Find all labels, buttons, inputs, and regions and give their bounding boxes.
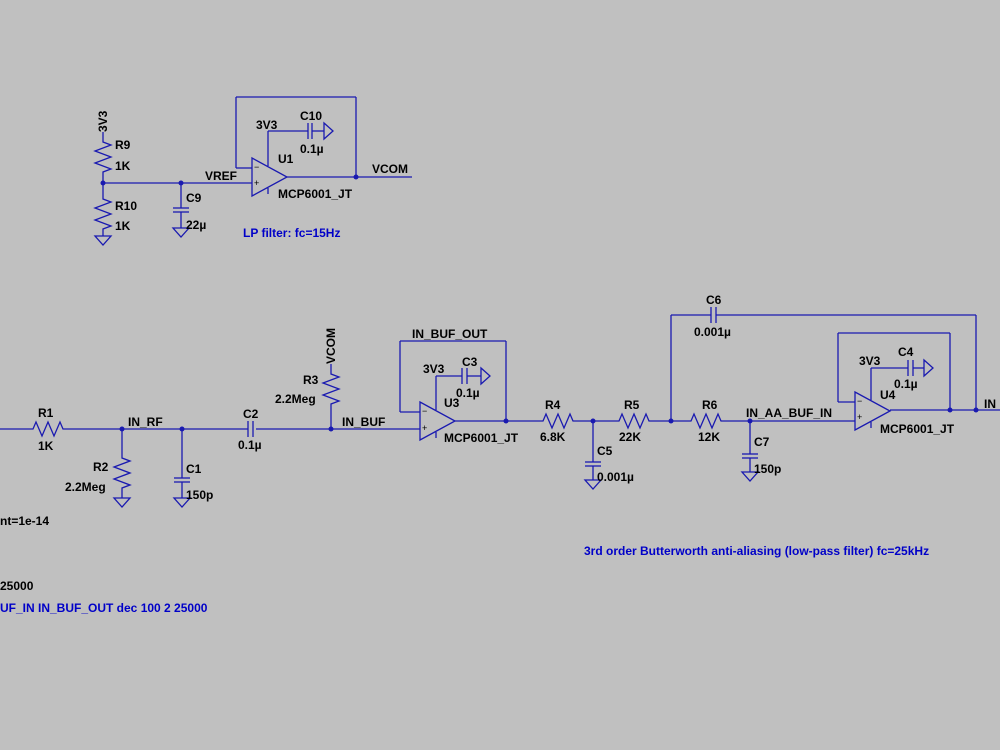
resistor-r9[interactable] bbox=[93, 138, 113, 183]
label-vcom-bias: VCOM bbox=[324, 328, 338, 364]
label-r1: R1 bbox=[38, 406, 54, 420]
opamp-u4[interactable]: + − bbox=[837, 332, 1000, 432]
net-label-in-rf: IN_RF bbox=[128, 415, 163, 429]
label-c5-value: 0.001µ bbox=[597, 470, 634, 484]
label-r1-value: 1K bbox=[38, 439, 54, 453]
svg-text:−: − bbox=[254, 162, 259, 172]
label-c1-value: 150p bbox=[186, 488, 213, 502]
label-u3: U3 bbox=[444, 396, 460, 410]
label-r10: R10 bbox=[115, 199, 137, 213]
input-network bbox=[0, 364, 420, 508]
label-c4-value: 0.1µ bbox=[894, 377, 918, 391]
directive-lp-filter: LP filter: fc=15Hz bbox=[243, 226, 340, 240]
label-c4: C4 bbox=[898, 345, 914, 359]
capacitor-c7[interactable] bbox=[742, 421, 758, 472]
label-u4-model: MCP6001_JT bbox=[880, 422, 955, 436]
label-c5: C5 bbox=[597, 444, 613, 458]
capacitor-c6[interactable] bbox=[710, 307, 717, 323]
label-3v3-u1: 3V3 bbox=[256, 118, 278, 132]
label-3v3-u4: 3V3 bbox=[859, 354, 881, 368]
net-label-in-aa-buf-in: IN_AA_BUF_IN bbox=[746, 406, 832, 420]
label-r4-value: 6.8K bbox=[540, 430, 566, 444]
opamp-u3[interactable]: + − bbox=[399, 340, 540, 442]
resistor-r5[interactable] bbox=[616, 412, 652, 430]
net-label-vcom: VCOM bbox=[372, 162, 408, 176]
capacitor-c4[interactable] bbox=[907, 358, 934, 378]
butterworth-filter bbox=[540, 307, 977, 490]
label-3v3-u3: 3V3 bbox=[423, 362, 445, 376]
net-label-in-right: IN bbox=[984, 397, 996, 411]
directive-meas-fragment: UF_IN IN_BUF_OUT dec 100 2 25000 bbox=[0, 601, 208, 615]
label-r9: R9 bbox=[115, 138, 131, 152]
capacitor-c9[interactable] bbox=[173, 183, 189, 228]
resistor-r4[interactable] bbox=[540, 412, 576, 430]
label-r6: R6 bbox=[702, 398, 718, 412]
directive-butterworth: 3rd order Butterworth anti-aliasing (low… bbox=[584, 544, 929, 558]
opamp-u1[interactable]: + − bbox=[235, 96, 412, 198]
label-c9-value: 22µ bbox=[186, 218, 206, 232]
label-u1-model: MCP6001_JT bbox=[278, 187, 353, 201]
capacitor-c2[interactable] bbox=[247, 421, 256, 437]
capacitor-c10[interactable] bbox=[307, 121, 334, 141]
ground-icon bbox=[172, 497, 192, 508]
capacitor-c5[interactable] bbox=[585, 421, 601, 480]
label-r2: R2 bbox=[93, 460, 109, 474]
net-label-in-buf-out: IN_BUF_OUT bbox=[412, 327, 488, 341]
ground-icon bbox=[480, 366, 491, 386]
label-r6-value: 12K bbox=[698, 430, 720, 444]
net-label-vref: VREF bbox=[205, 169, 237, 183]
capacitor-c1[interactable] bbox=[174, 429, 190, 498]
label-r3-value: 2.2Meg bbox=[275, 392, 316, 406]
svg-text:−: − bbox=[422, 406, 427, 416]
label-c9: C9 bbox=[186, 191, 202, 205]
label-u4: U4 bbox=[880, 388, 896, 402]
label-r10-value: 1K bbox=[115, 219, 131, 233]
svg-text:+: + bbox=[857, 412, 862, 422]
resistor-r1[interactable] bbox=[30, 420, 66, 438]
label-c10-value: 0.1µ bbox=[300, 142, 324, 156]
label-c7-value: 150p bbox=[754, 462, 781, 476]
label-c3: C3 bbox=[462, 355, 478, 369]
label-r3: R3 bbox=[303, 373, 319, 387]
svg-text:−: − bbox=[857, 396, 862, 406]
label-c10: C10 bbox=[300, 109, 322, 123]
label-r5: R5 bbox=[624, 398, 640, 412]
ground-icon bbox=[583, 479, 603, 490]
ground-icon bbox=[323, 121, 334, 141]
net-label-in-buf: IN_BUF bbox=[342, 415, 385, 429]
label-c6-value: 0.001µ bbox=[694, 325, 731, 339]
label-c1: C1 bbox=[186, 462, 202, 476]
label-u1: U1 bbox=[278, 152, 294, 166]
ground-icon bbox=[171, 227, 191, 238]
label-3v3-top: 3V3 bbox=[96, 110, 110, 132]
svg-text:+: + bbox=[422, 423, 427, 433]
label-r9-value: 1K bbox=[115, 159, 131, 173]
resistor-r10[interactable] bbox=[93, 183, 113, 236]
label-r5-value: 22K bbox=[619, 430, 641, 444]
label-r4: R4 bbox=[545, 398, 561, 412]
resistor-r6[interactable] bbox=[688, 412, 724, 430]
label-c2-value: 0.1µ bbox=[238, 438, 262, 452]
resistor-r3[interactable] bbox=[321, 364, 341, 429]
ground-icon bbox=[923, 358, 934, 378]
capacitor-c3[interactable] bbox=[461, 366, 491, 386]
resistor-r2[interactable] bbox=[112, 429, 132, 498]
label-c6: C6 bbox=[706, 293, 722, 307]
label-c2: C2 bbox=[243, 407, 259, 421]
label-c7: C7 bbox=[754, 435, 770, 449]
ground-icon bbox=[93, 235, 113, 246]
label-c3-value: 0.1µ bbox=[456, 386, 480, 400]
directive-ac-fragment: 25000 bbox=[0, 579, 34, 593]
ground-icon bbox=[112, 497, 132, 508]
vref-divider bbox=[93, 132, 252, 246]
label-u3-model: MCP6001_JT bbox=[444, 431, 519, 445]
svg-text:+: + bbox=[254, 178, 259, 188]
directive-tran-fragment: nt=1e-14 bbox=[0, 514, 49, 528]
ground-icon bbox=[740, 471, 760, 482]
label-r2-value: 2.2Meg bbox=[65, 480, 106, 494]
